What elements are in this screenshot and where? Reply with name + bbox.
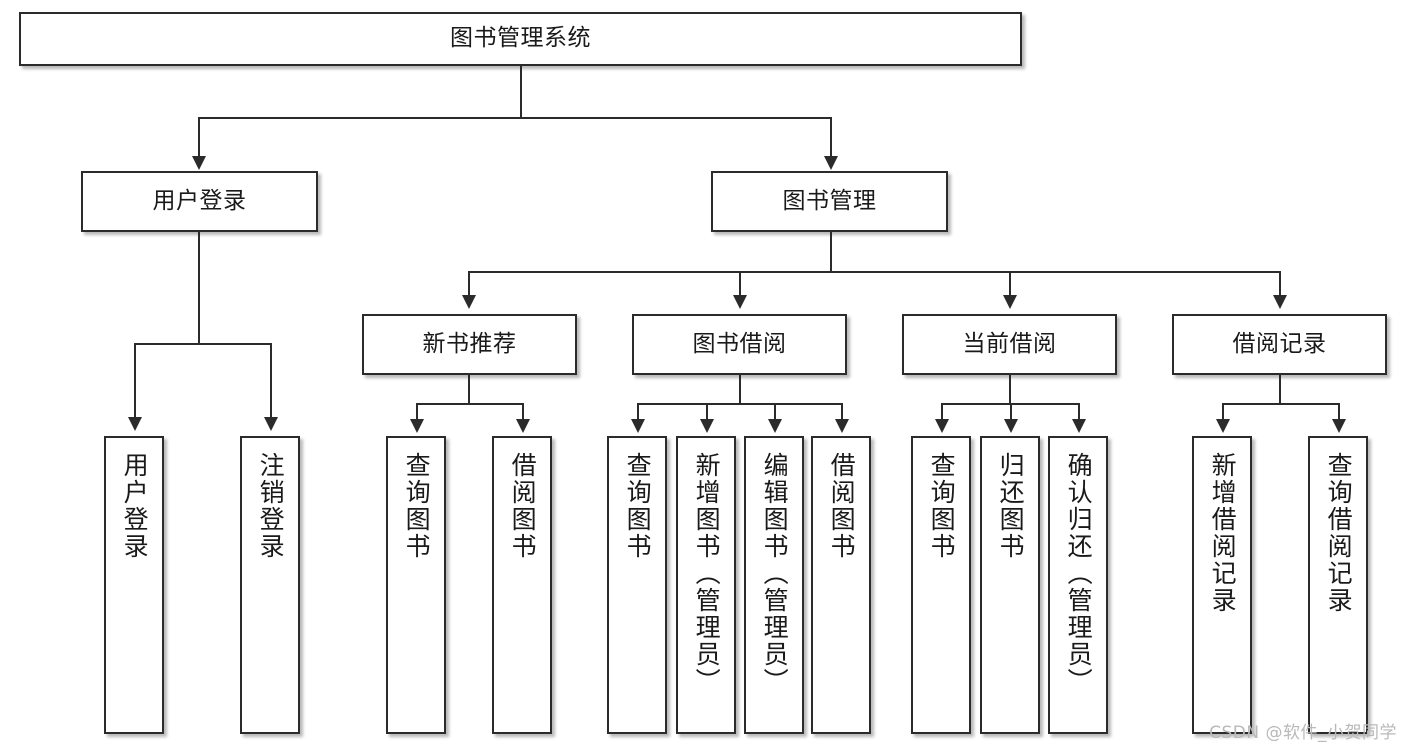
connector-book-manage-drop-4 xyxy=(1279,271,1281,296)
node-root-label: 图书管理系统 xyxy=(450,25,591,52)
node-leaf-borrow-book-1: 借阅图书 xyxy=(492,436,552,734)
node-leaf-return-book: 归还图书 xyxy=(980,436,1040,734)
arrow-br-leaf-1 xyxy=(1216,419,1230,433)
arrow-book-manage-to-borrow-record xyxy=(1273,295,1287,309)
node-leaf-user-login: 用户登录 xyxy=(104,436,164,734)
arrow-user-login-leaf-1 xyxy=(128,417,142,431)
node-current-borrow: 当前借阅 xyxy=(902,314,1117,375)
node-leaf-borrow-book-2-label: 借阅图书 xyxy=(827,452,857,560)
node-new-book-recommend-label: 新书推荐 xyxy=(422,330,517,357)
node-book-borrow-label: 图书借阅 xyxy=(692,330,787,357)
arrow-cb-leaf-3 xyxy=(1072,419,1086,433)
arrow-nbr-leaf-1 xyxy=(410,419,424,433)
node-leaf-confirm-return: 确认归还（管理员） xyxy=(1048,436,1108,734)
connector-user-login-stem xyxy=(198,232,200,343)
node-leaf-logout-label: 注销登录 xyxy=(256,452,286,560)
node-leaf-confirm-return-label: 确认归还（管理员） xyxy=(1064,452,1094,695)
arrow-root-to-book-manage xyxy=(824,156,838,170)
connector-user-login-drop-2 xyxy=(270,343,272,418)
node-leaf-add-record-label: 新增借阅记录 xyxy=(1208,452,1238,614)
connector-cb-drop-3 xyxy=(1078,403,1080,420)
node-user-login: 用户登录 xyxy=(81,171,318,232)
node-leaf-borrow-book-2: 借阅图书 xyxy=(811,436,871,734)
connector-current-borrow-stem xyxy=(1009,375,1011,403)
csdn-watermark: CSDN @软件_小贺同学 xyxy=(1209,723,1397,743)
arrow-cb-leaf-1 xyxy=(935,419,949,433)
node-book-borrow: 图书借阅 xyxy=(632,314,847,375)
connector-cb-drop-2 xyxy=(1010,403,1012,420)
connector-book-manage-bus xyxy=(468,271,1280,273)
connector-root-bus xyxy=(198,117,832,119)
connector-nbr-drop-2 xyxy=(522,403,524,420)
connector-user-login-bus xyxy=(134,343,270,345)
connector-new-book-recommend-bus xyxy=(416,403,522,405)
connector-br-drop-2 xyxy=(1338,403,1340,420)
node-leaf-query-book-1-label: 查询图书 xyxy=(402,452,432,560)
arrow-cb-leaf-2 xyxy=(1004,419,1018,433)
node-leaf-edit-book: 编辑图书（管理员） xyxy=(744,436,804,734)
arrow-bb-leaf-4 xyxy=(835,419,849,433)
connector-borrow-record-stem xyxy=(1279,375,1281,403)
arrow-book-manage-to-current-borrow xyxy=(1003,295,1017,309)
node-borrow-record-label: 借阅记录 xyxy=(1232,330,1327,357)
connector-book-manage-drop-1 xyxy=(468,271,470,296)
connector-bb-drop-2 xyxy=(706,403,708,420)
connector-root-to-book-manage xyxy=(830,117,832,157)
connector-root-to-user-login xyxy=(198,117,200,157)
arrow-bb-leaf-3 xyxy=(768,419,782,433)
node-user-login-label: 用户登录 xyxy=(152,187,247,214)
arrow-bb-leaf-2 xyxy=(700,419,714,433)
connector-root-stem xyxy=(520,66,522,117)
connector-nbr-drop-1 xyxy=(416,403,418,420)
node-current-borrow-label: 当前借阅 xyxy=(962,330,1057,357)
node-leaf-borrow-book-1-label: 借阅图书 xyxy=(508,452,538,560)
node-leaf-logout: 注销登录 xyxy=(240,436,300,734)
node-leaf-edit-book-label: 编辑图书（管理员） xyxy=(760,452,790,695)
connector-bb-drop-1 xyxy=(637,403,639,420)
node-leaf-query-book-2: 查询图书 xyxy=(607,436,667,734)
arrow-br-leaf-2 xyxy=(1332,419,1346,433)
node-leaf-add-book: 新增图书（管理员） xyxy=(676,436,736,734)
node-root: 图书管理系统 xyxy=(19,12,1022,66)
arrow-nbr-leaf-2 xyxy=(516,419,530,433)
node-leaf-add-book-label: 新增图书（管理员） xyxy=(692,452,722,695)
node-leaf-query-book-1: 查询图书 xyxy=(386,436,446,734)
connector-book-borrow-bus xyxy=(637,403,842,405)
node-leaf-query-record: 查询借阅记录 xyxy=(1308,436,1368,734)
node-leaf-query-record-label: 查询借阅记录 xyxy=(1324,452,1354,614)
connector-book-borrow-stem xyxy=(739,375,741,403)
arrow-user-login-leaf-2 xyxy=(264,417,278,431)
connector-user-login-drop-1 xyxy=(134,343,136,418)
node-leaf-add-record: 新增借阅记录 xyxy=(1192,436,1252,734)
connector-bb-drop-3 xyxy=(774,403,776,420)
connector-book-manage-drop-3 xyxy=(1009,271,1011,296)
connector-bb-drop-4 xyxy=(841,403,843,420)
node-borrow-record: 借阅记录 xyxy=(1172,314,1387,375)
node-leaf-return-book-label: 归还图书 xyxy=(996,452,1026,560)
node-book-manage: 图书管理 xyxy=(711,171,948,232)
connector-cb-drop-1 xyxy=(941,403,943,420)
node-book-manage-label: 图书管理 xyxy=(782,187,877,214)
connector-borrow-record-bus xyxy=(1222,403,1338,405)
node-leaf-query-book-3: 查询图书 xyxy=(911,436,971,734)
connector-book-manage-stem xyxy=(830,232,832,271)
connector-new-book-recommend-stem xyxy=(468,375,470,403)
node-new-book-recommend: 新书推荐 xyxy=(362,314,577,375)
connector-book-manage-drop-2 xyxy=(739,271,741,296)
arrow-book-manage-to-new-book-recommend xyxy=(462,295,476,309)
arrow-root-to-user-login xyxy=(192,156,206,170)
connector-br-drop-1 xyxy=(1222,403,1224,420)
node-leaf-query-book-3-label: 查询图书 xyxy=(927,452,957,560)
arrow-bb-leaf-1 xyxy=(631,419,645,433)
arrow-book-manage-to-book-borrow xyxy=(733,295,747,309)
node-leaf-user-login-label: 用户登录 xyxy=(120,452,150,560)
node-leaf-query-book-2-label: 查询图书 xyxy=(623,452,653,560)
